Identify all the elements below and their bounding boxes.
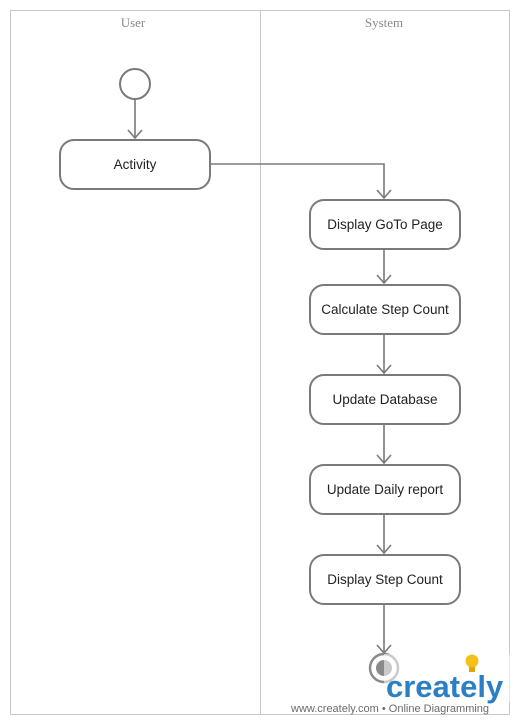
edge-goto-to-calculate [376,249,392,285]
edge-activity-to-display-goto [210,163,392,200]
lightbulb-icon [465,654,479,672]
lane-title-system: System [365,15,403,30]
node-calculate-step-count: Calculate Step Count [309,284,461,335]
creately-footer-text: www.creately.com • Online Diagramming [290,703,489,715]
node-update-daily-report: Update Daily report [309,464,461,515]
node-display-goto-page: Display GoTo Page [309,199,461,250]
lane-title-user: User [121,15,146,30]
node-calculate-step-count-label: Calculate Step Count [321,302,449,317]
edge-display-step-count-to-final [376,604,392,655]
edge-start-to-activity [127,99,143,140]
node-display-step-count: Display Step Count [309,554,461,605]
node-display-goto-page-label: Display GoTo Page [327,217,443,232]
edge-calculate-to-update-database [376,334,392,375]
creately-logo-text: creately [386,669,504,704]
edge-daily-report-to-display-step-count [376,514,392,555]
initial-node [119,68,151,100]
node-activity: Activity [59,139,211,190]
creately-watermark: creately www.creately.com • Online Diagr… [290,654,512,715]
edge-update-database-to-daily-report [376,424,392,465]
node-update-database: Update Database [309,374,461,425]
node-display-step-count-label: Display Step Count [327,572,443,587]
node-update-database-label: Update Database [332,392,437,407]
node-activity-label: Activity [114,157,157,172]
node-update-daily-report-label: Update Daily report [327,482,444,497]
